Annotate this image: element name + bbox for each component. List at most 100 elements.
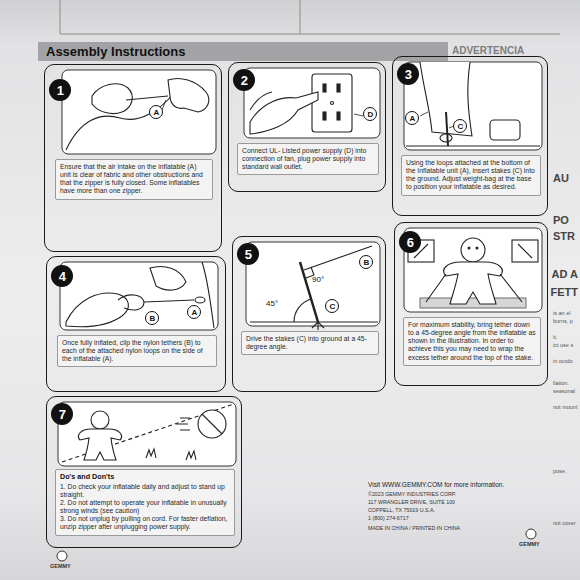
step5-art [250,246,378,330]
step2-art [250,92,318,134]
step-number: 5 [237,243,259,265]
bleed-text: it. [553,334,557,340]
header-band [38,42,448,61]
callout-letter: B [145,311,159,325]
step4-art [118,295,144,310]
step-number-text: 3 [405,67,412,82]
text-area: Connect UL- Listed power supply (D) into… [237,143,379,175]
angle-label: 90° [312,276,324,285]
bleed-heading: ADVERTENCIA [452,45,524,56]
bleed-text: llation. [553,380,569,386]
step4-art [150,267,186,291]
step1-art [66,79,209,151]
bleed-text: is an el [553,310,570,316]
step-panel: Ensure that the air intake on the inflat… [44,64,222,252]
illustration-frames [244,68,380,138]
step3-art [406,145,540,146]
step4-art [144,300,194,302]
step-panel: Using the loops attached at the bottom o… [392,56,548,216]
footer-text: COPPELL, TX 75019 U.S.A. [368,508,435,514]
step5-art [312,322,324,330]
step-number: 3 [397,63,419,85]
callout-text: B [364,258,370,267]
bleed-text: ict use s [553,342,573,348]
step2-art [354,114,363,116]
step1-art [92,84,132,114]
step-number: 4 [51,265,73,287]
step2-art [312,74,352,132]
step6-art [468,247,470,249]
step-panel: For maximum stability, bring tether down… [394,222,548,386]
callout-text: A [154,108,160,117]
logo-mark [57,551,67,561]
callout-letter: A [149,105,163,119]
step-panel: Do's and Don'ts1. Do check your inflatab… [46,396,242,548]
top-table [60,0,560,34]
step-number-text: 7 [59,407,66,422]
step7-art [62,404,234,462]
callout-text: B [150,314,156,323]
step3-art [440,134,452,142]
callout-text: C [330,302,336,311]
illustration-frames [58,62,542,466]
step3-art [420,112,428,116]
callout-text: D [368,110,374,119]
step4-art [202,262,214,328]
step6-art [444,262,503,304]
callout-letter: D [363,107,377,121]
step-number-text: 2 [241,73,248,88]
step-number: 6 [399,231,421,253]
instruction-text: 2. Do not attempt to operate your inflat… [60,499,230,515]
callout-text: A [192,308,198,317]
instruction-text: Ensure that the air intake on the inflat… [60,163,208,196]
callout-letter: A [187,305,201,319]
bleed-text: PO [553,214,569,226]
step7-art [91,411,109,429]
text-area: Once fully inflated, clip the nylon teth… [57,335,217,367]
step4-art [195,297,205,303]
step2-art [323,112,326,120]
step2-art [337,112,340,120]
step6-art [476,247,478,249]
bleed-text: burns, p [553,318,573,324]
step6-art [420,298,526,308]
step-panel: Connect UL- Listed power supply (D) into… [228,62,386,192]
logo-text: GEMMY [50,563,71,569]
illustration-frames [62,70,216,154]
instruction-text: 1. Do check your inflatable daily and ad… [60,483,230,499]
step1-art [162,100,166,110]
bleed-text: FETT [551,286,579,298]
text-area: For maximum stability, bring tether down… [403,317,541,366]
step3-art [446,112,448,146]
step-number: 7 [51,403,73,425]
instruction-text: Using the loops attached at the bottom o… [406,159,536,192]
step7-art [202,414,222,434]
step2-art [331,102,334,105]
step6-art [500,274,522,302]
panel-heading: Do's and Don'ts [60,473,230,482]
text-area: Drive the stakes (C) into ground at a 45… [241,331,379,355]
footer-text: Visit WWW.GEMMY.COM for more information… [368,481,504,488]
footer-text: 117 WRANGLER DRIVE, SUITE 100 [368,500,455,506]
illustration-frames [60,262,218,330]
bleed-text: AD A [552,268,578,280]
callout-text: C [458,122,464,131]
step1-art [126,96,168,100]
illustration-frames [246,242,380,326]
step6-art [512,240,538,262]
text-area: Using the loops attached at the bottom o… [401,155,541,196]
bleed-text: in outdo [553,358,573,364]
top-table [300,0,301,34]
step-number-text: 4 [59,269,66,284]
instruction-text: For maximum stability, bring tether down… [408,321,536,362]
bleed-text: not mount [553,404,577,410]
step-number-text: 6 [407,235,414,250]
section-heading: Assembly Instructions [46,44,185,59]
footer-text: ©2023 GEMMY INDUSTRIES CORP. [368,492,456,498]
step6-art [518,244,532,258]
step3-art [490,120,520,140]
step6-art [426,274,446,302]
step5-art [294,299,311,322]
illustration-frames [404,62,542,150]
